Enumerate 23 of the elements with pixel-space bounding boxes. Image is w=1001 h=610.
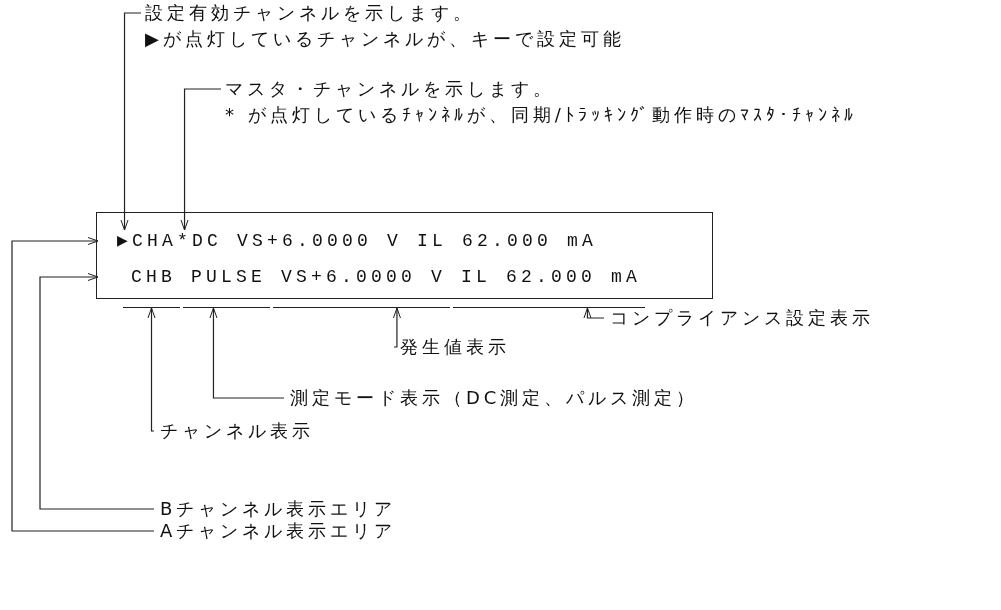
- field-underline: [123, 307, 180, 310]
- display-text-line: CHB PULSE VS+6.0000 V IL 62.000 mA: [98, 265, 712, 289]
- field-underline: [183, 307, 271, 310]
- callout-text: コンプライアンス設定表示: [610, 305, 874, 331]
- field-underline: [453, 307, 646, 310]
- callout-text: マスタ・チャンネルを示します。: [225, 77, 556, 101]
- leader-line: [392, 307, 401, 348]
- leader-line: [120, 12, 142, 231]
- leader-line: [583, 307, 605, 319]
- display-text-line: ▶CHA*DC VS+6.0000 V IL 62.000 mA: [98, 229, 712, 253]
- callout-text: チャンネル表示: [160, 418, 314, 444]
- callout-text: * が点灯しているﾁｬﾝﾈﾙが、同期/ﾄﾗｯｷﾝｸﾞ動作時のﾏｽﾀ･ﾁｬﾝﾈﾙ: [225, 103, 857, 127]
- callout-text: ▶が点灯しているチャンネルが、キーで設定可能: [145, 27, 625, 51]
- callout-text: 設定有効チャンネルを示します。: [145, 1, 476, 25]
- leader-line: [180, 88, 222, 231]
- leader-line: [147, 307, 156, 432]
- display-panel: [96, 212, 713, 299]
- leader-line: [39, 273, 155, 510]
- callout-text: 測定モード表示（DC測定、パルス測定）: [290, 385, 699, 411]
- leader-line: [11, 237, 155, 532]
- leader-line: [209, 307, 285, 399]
- callout-text: 発生値表示: [400, 334, 510, 360]
- field-underline: [273, 307, 451, 310]
